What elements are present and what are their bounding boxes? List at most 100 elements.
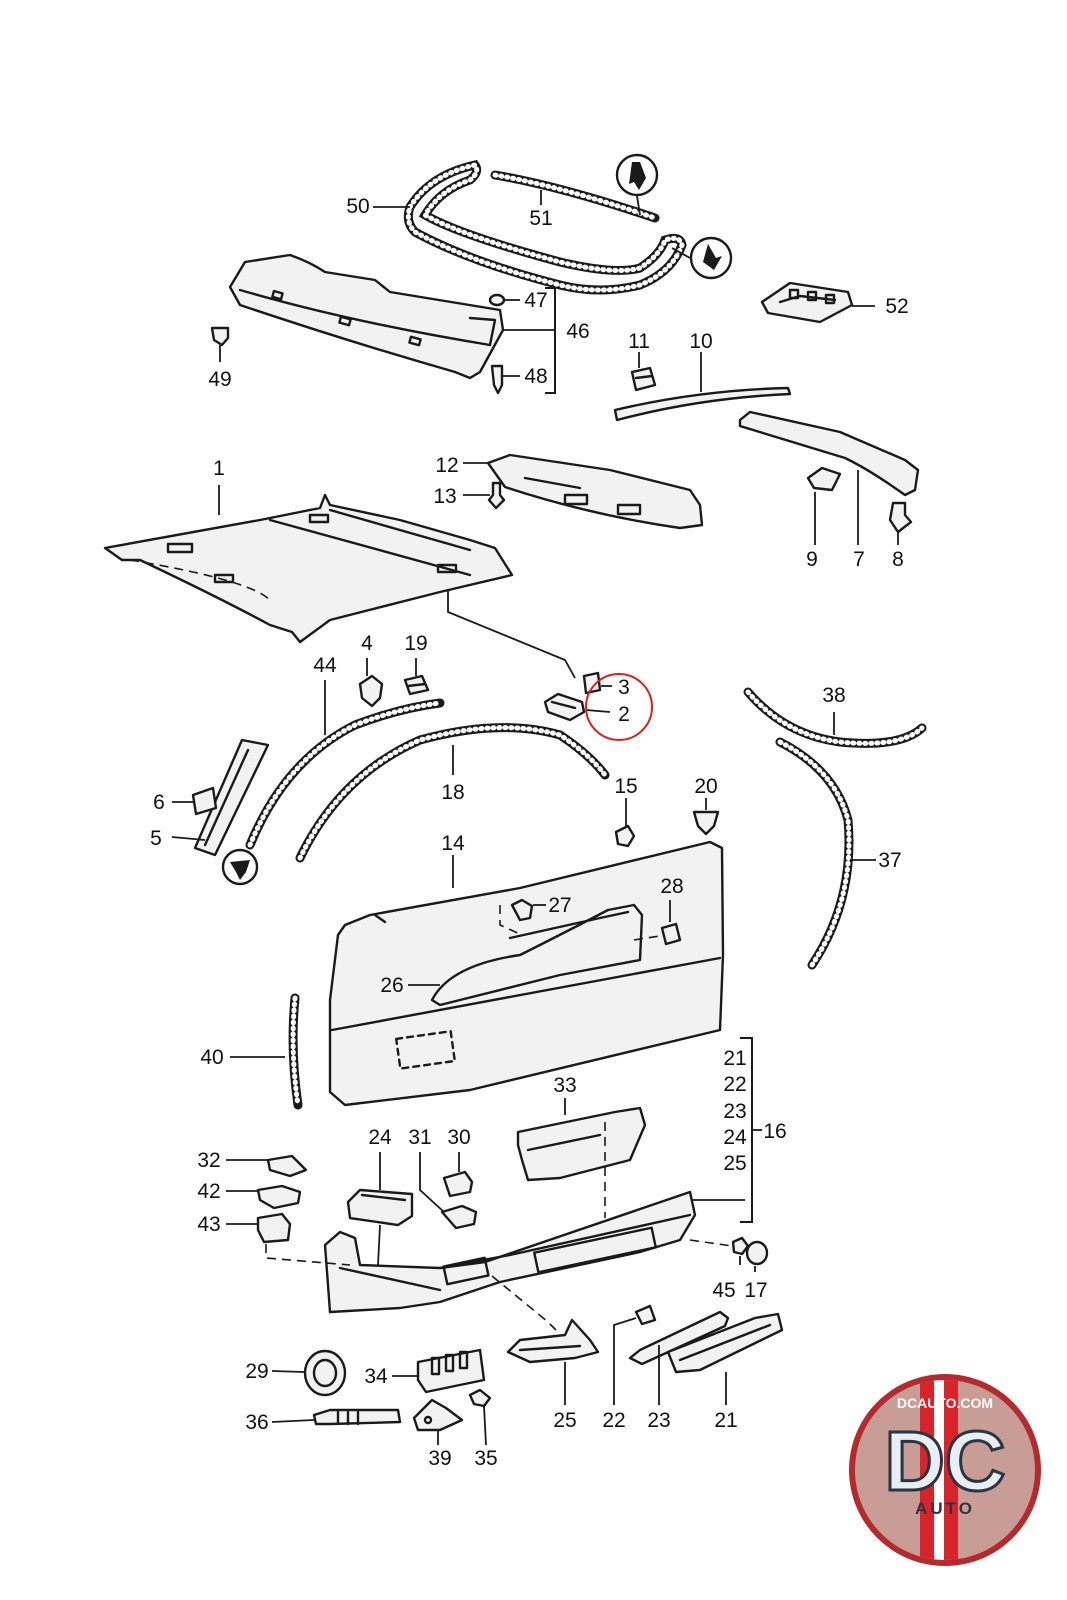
label-21: 21: [714, 1409, 737, 1432]
label-24-group: 24: [723, 1126, 747, 1149]
clip-icon-top: [615, 153, 659, 197]
label-27: 27: [548, 894, 571, 917]
label-37: 37: [878, 849, 901, 872]
window-trim-strip: [490, 170, 660, 223]
logo-word: AUTO: [915, 1499, 975, 1518]
label-25-group: 25: [723, 1152, 746, 1175]
label-31: 31: [408, 1126, 431, 1149]
mirror-switch: [256, 1212, 292, 1244]
weatherstrip-vertical: [288, 993, 303, 1110]
label-38: 38: [822, 684, 845, 707]
label-1: 1: [213, 457, 225, 480]
bracket-small: [634, 1304, 657, 1326]
label-21-group: 21: [723, 1047, 746, 1070]
label-22-group: 22: [723, 1073, 746, 1096]
grab-handle: [543, 692, 586, 722]
label-10: 10: [689, 330, 712, 353]
label-9: 9: [806, 548, 818, 571]
speaker-ring: [303, 1349, 347, 1397]
label-23: 23: [647, 1409, 670, 1432]
push-clip: [358, 674, 384, 708]
label-30: 30: [447, 1126, 470, 1149]
label-43: 43: [197, 1213, 220, 1236]
armrest-bracket: [628, 1310, 730, 1366]
armrest: [666, 1312, 784, 1374]
header-bracket: [806, 466, 842, 492]
door-screw: [510, 898, 534, 922]
header-screw: [888, 501, 913, 534]
headliner: [103, 493, 514, 644]
label-24: 24: [368, 1126, 392, 1149]
highlight-circle: [585, 673, 653, 741]
label-39: 39: [428, 1447, 451, 1470]
shelf-bolt: [490, 364, 504, 395]
label-3: 3: [618, 676, 630, 699]
label-48: 48: [524, 365, 547, 388]
retainer-clip: [403, 674, 430, 696]
screw-cap: [745, 1240, 769, 1266]
clip-icon-right: [689, 236, 733, 280]
label-45: 45: [712, 1279, 735, 1302]
roof-trim-strip: [613, 386, 792, 422]
label-2: 2: [618, 703, 630, 726]
label-50: 50: [346, 195, 369, 218]
shelf-clip: [210, 326, 230, 347]
header-trim-panel: [738, 410, 920, 497]
label-44: 44: [313, 654, 337, 677]
armrest-pocket: [430, 903, 644, 1007]
switch-panel: [416, 1348, 486, 1394]
console-trim: [506, 1318, 600, 1364]
label-23-group: 23: [723, 1100, 746, 1123]
door-seal-upper-left: [245, 698, 445, 850]
trim-screw: [731, 1236, 750, 1256]
label-28: 28: [660, 875, 683, 898]
label-14: 14: [441, 832, 465, 855]
trim-clip: [630, 366, 657, 392]
visor-screw: [487, 481, 506, 510]
logo-site: DCAUTO.COM: [897, 1395, 993, 1411]
corner-bracket: [412, 1398, 464, 1432]
label-17: 17: [744, 1279, 767, 1302]
label-8: 8: [892, 548, 904, 571]
label-6: 6: [153, 791, 165, 814]
label-13: 13: [433, 485, 456, 508]
label-12: 12: [435, 454, 458, 477]
rear-window-seal: [403, 159, 687, 295]
screw-clip-icon: [221, 848, 259, 886]
door-seal-right: [775, 737, 854, 970]
label-46: 46: [566, 320, 589, 343]
panel-clip: [614, 824, 636, 848]
label-32: 32: [197, 1149, 220, 1172]
label-35: 35: [474, 1447, 497, 1470]
label-15: 15: [614, 775, 637, 798]
visor-panel: [486, 453, 704, 530]
expansion-rivet: [692, 810, 720, 836]
label-25: 25: [553, 1409, 576, 1432]
ashtray: [346, 1188, 414, 1227]
label-7: 7: [853, 548, 865, 571]
window-switch: [256, 1184, 302, 1210]
label-40: 40: [200, 1046, 223, 1069]
label-52: 52: [885, 295, 908, 318]
label-49: 49: [208, 368, 231, 391]
label-20: 20: [694, 775, 717, 798]
label-18: 18: [441, 781, 464, 804]
label-36: 36: [245, 1411, 268, 1434]
switch-cover: [442, 1170, 474, 1198]
dome-light: [760, 281, 854, 324]
lower-door-trim: [323, 1190, 697, 1314]
dcauto-logo: DCAUTO.COM DC AUTO: [849, 1374, 1041, 1566]
switch-mount: [440, 1204, 478, 1230]
blanking-cap: [266, 1154, 308, 1178]
label-4: 4: [361, 632, 373, 655]
label-42: 42: [197, 1180, 220, 1203]
label-47: 47: [524, 289, 547, 312]
label-29: 29: [245, 1360, 268, 1383]
a-pillar-trim: [193, 738, 270, 857]
door-clip: [660, 922, 682, 946]
label-51: 51: [529, 207, 552, 230]
label-22: 22: [602, 1409, 625, 1432]
part-labels: 1 2 3 4 5 6 7 8 9 10 11 12 13 14 15 16 1…: [150, 195, 909, 1470]
pillar-clip: [191, 786, 218, 816]
